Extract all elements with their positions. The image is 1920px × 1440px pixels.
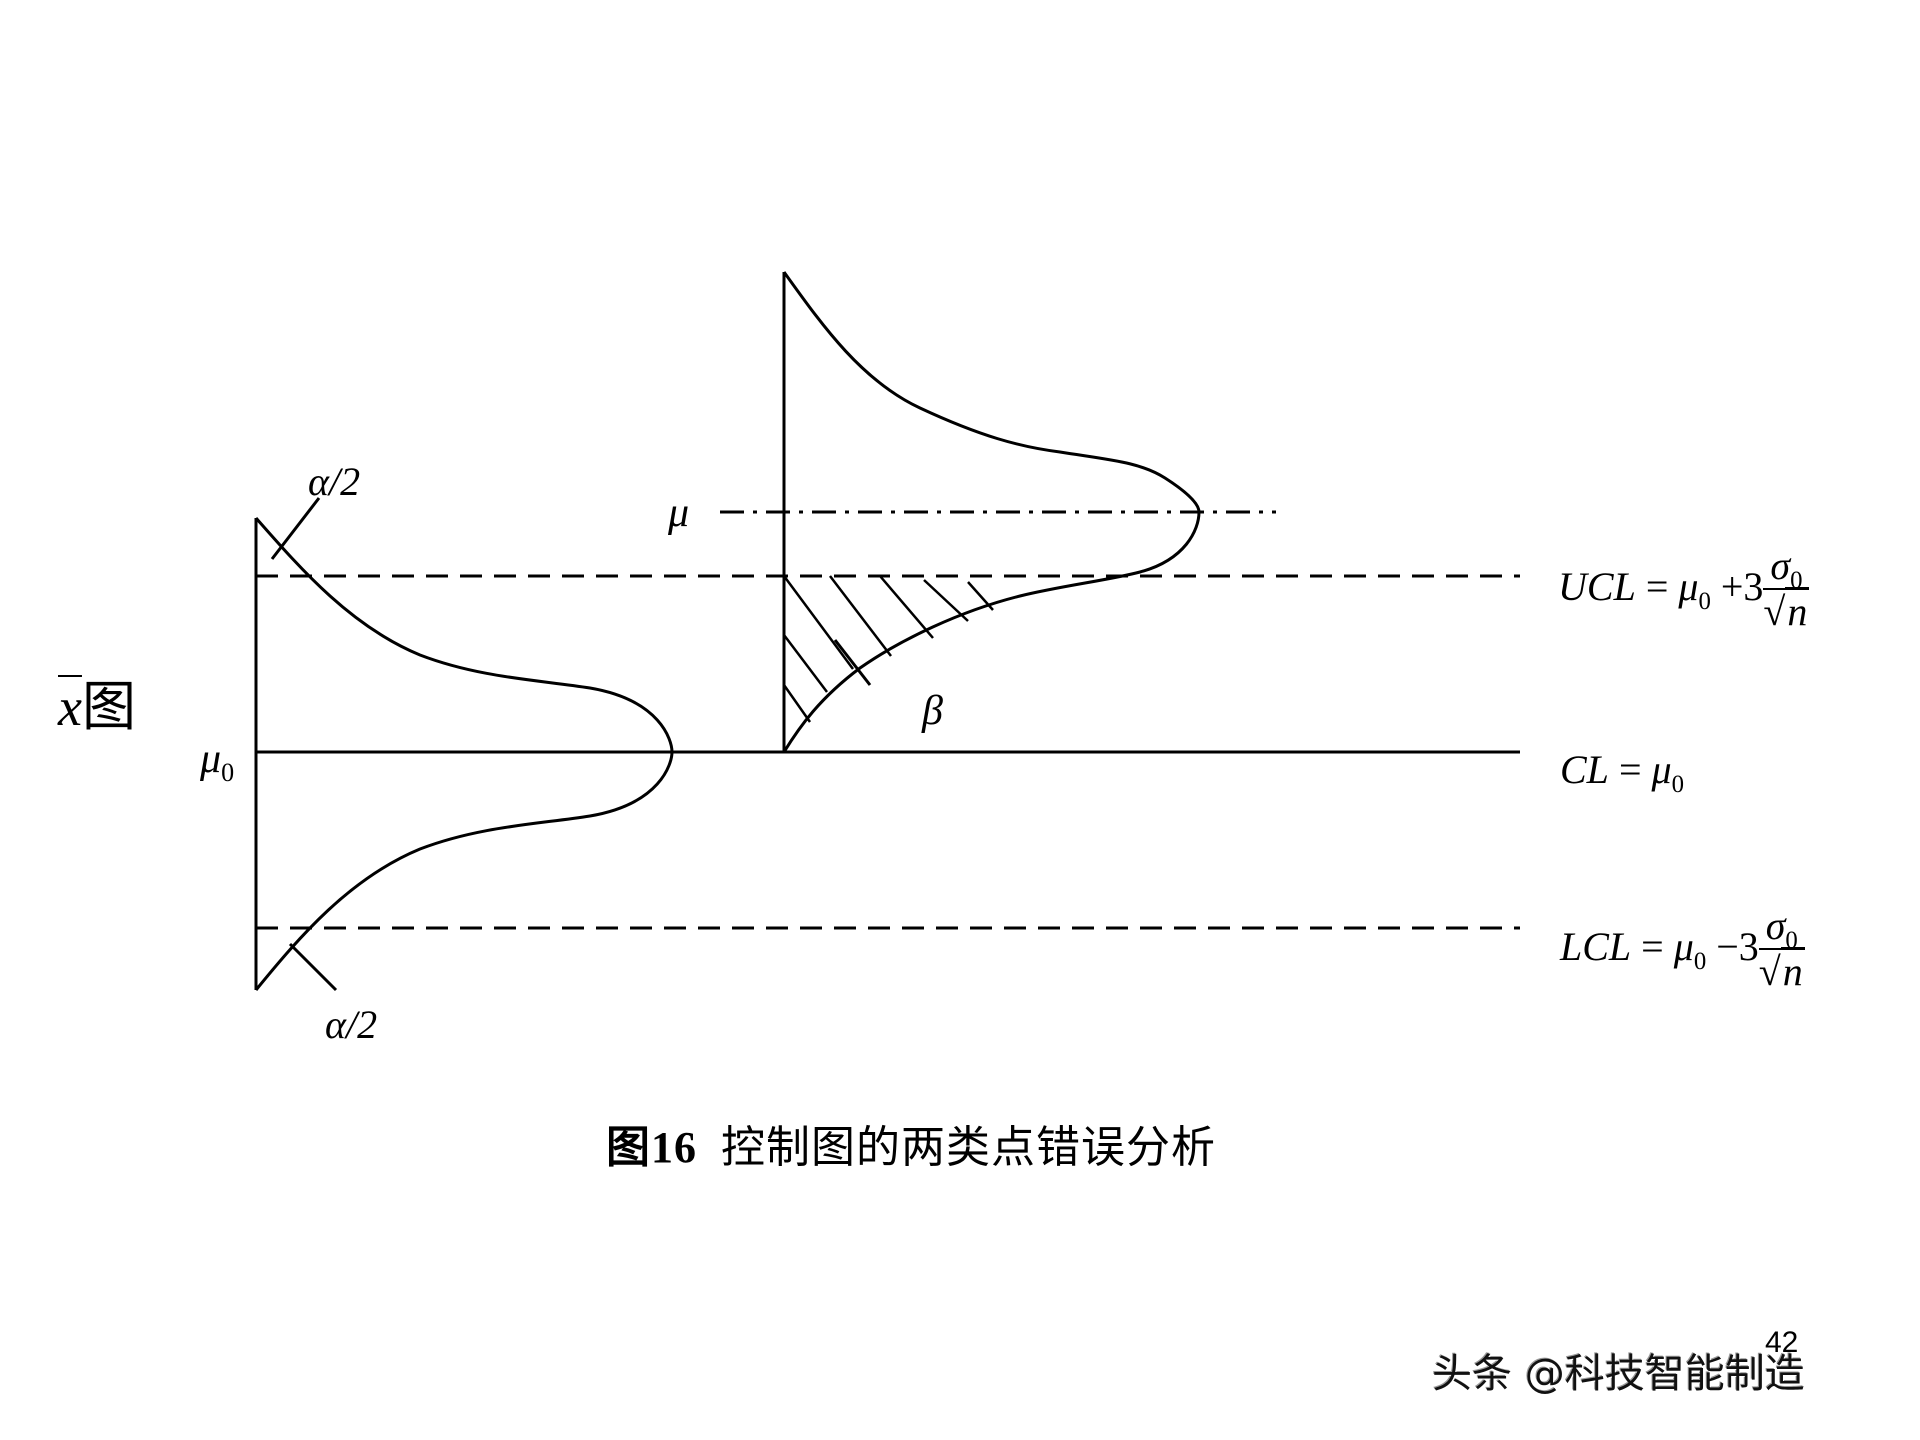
ucl-fraction: σ0√n — [1763, 543, 1810, 634]
ucl-eq: = — [1645, 564, 1669, 610]
ucl-sigma: σ — [1770, 543, 1791, 588]
watermark: 头条 @科技智能制造 — [1432, 1351, 1805, 1397]
beta-label: β — [922, 688, 943, 734]
lcl-n: n — [1780, 947, 1805, 994]
alpha-top-leader — [270, 497, 321, 560]
right-distribution-curve — [782, 271, 1201, 753]
ucl-name: UCL — [1558, 564, 1636, 610]
ucl-n: n — [1785, 587, 1810, 634]
ucl-sqrt: √ — [1763, 589, 1786, 634]
lcl-mu-sub: 0 — [1693, 947, 1707, 975]
mu-symbol: μ — [200, 736, 222, 782]
lcl-sigma: σ — [1765, 903, 1786, 948]
mu0-axis-label: μ0 — [200, 736, 234, 786]
cl-mu-sub: 0 — [1671, 770, 1684, 798]
chart-type-label: x图 — [58, 680, 136, 734]
alpha-bottom-label: α/2 — [325, 1002, 378, 1047]
lcl-sigma-sub: 0 — [1785, 926, 1798, 954]
left-distribution-curve — [254, 517, 674, 991]
alpha-bottom-leader — [288, 942, 338, 992]
ucl-mu-sub: 0 — [1698, 587, 1711, 615]
lcl-mu: μ — [1673, 924, 1694, 970]
cl-eq: = — [1618, 747, 1642, 792]
figure-number: 图16 — [606, 1123, 697, 1172]
lcl-eq: = — [1641, 924, 1664, 970]
ucl-sigma-sub: 0 — [1790, 566, 1803, 594]
cl-formula: CL = μ0 — [1560, 747, 1684, 797]
cl-name: CL — [1560, 747, 1609, 792]
figure-caption: 图16 控制图的两类点错误分析 — [606, 1126, 1216, 1170]
lcl-op: −3 — [1716, 924, 1759, 970]
ucl-op: +3 — [1720, 564, 1764, 610]
xbar-symbol: x — [58, 677, 82, 737]
alpha-top-label: α/2 — [308, 459, 361, 504]
beta-hatch — [782, 575, 994, 723]
chart-type-suffix: 图 — [81, 677, 136, 737]
beta-leader — [833, 639, 872, 686]
figure-title: 控制图的两类点错误分析 — [721, 1123, 1216, 1172]
lcl-fraction: σ0√n — [1758, 903, 1805, 994]
lcl-sqrt: √ — [1758, 949, 1781, 994]
page-number: 42 — [1765, 1326, 1799, 1359]
ucl-mu: μ — [1678, 564, 1699, 610]
mu-shift-label: μ — [668, 490, 690, 536]
cl-mu: μ — [1651, 747, 1672, 792]
mu-subscript: 0 — [221, 758, 235, 788]
lcl-name: LCL — [1560, 924, 1632, 970]
